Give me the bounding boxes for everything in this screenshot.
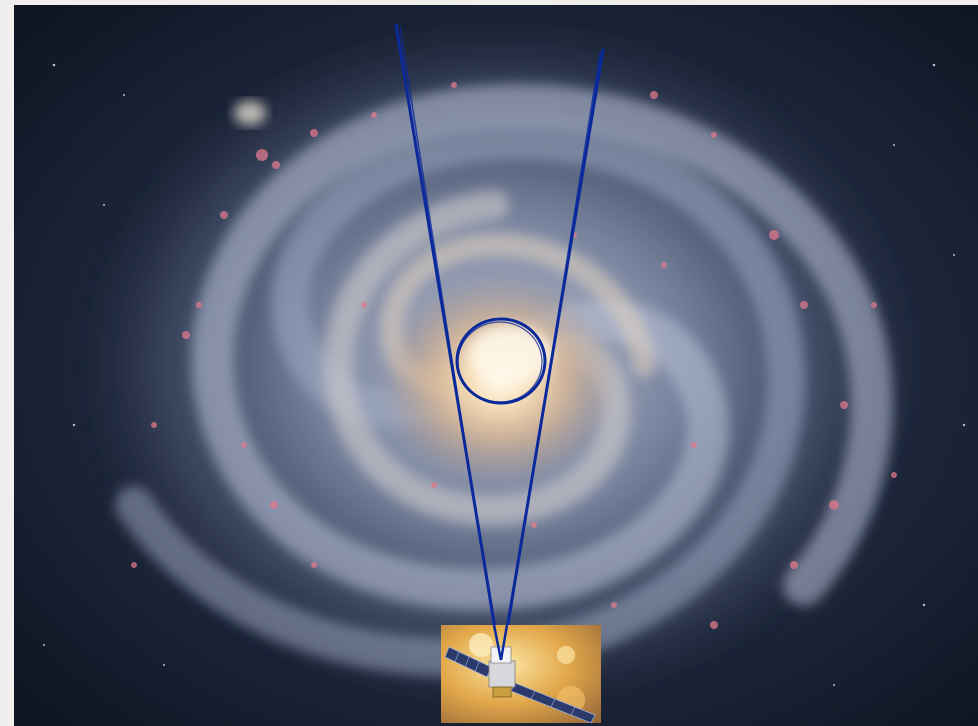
galaxy-core-highlight	[468, 325, 552, 385]
companion-galaxy	[234, 101, 266, 125]
satellite-illustration	[441, 625, 601, 723]
fov-target-circle	[455, 317, 547, 405]
field-of-view-overlay	[394, 23, 605, 667]
satellite-inset	[441, 625, 601, 723]
fov-lines-inset	[492, 625, 509, 661]
solar-panel-left	[444, 646, 492, 678]
star-forming-regions	[131, 82, 897, 629]
galaxy-illustration	[14, 5, 978, 726]
galaxy-scene	[14, 5, 978, 726]
solar-panel-right	[510, 682, 596, 723]
background-stars	[43, 63, 966, 686]
